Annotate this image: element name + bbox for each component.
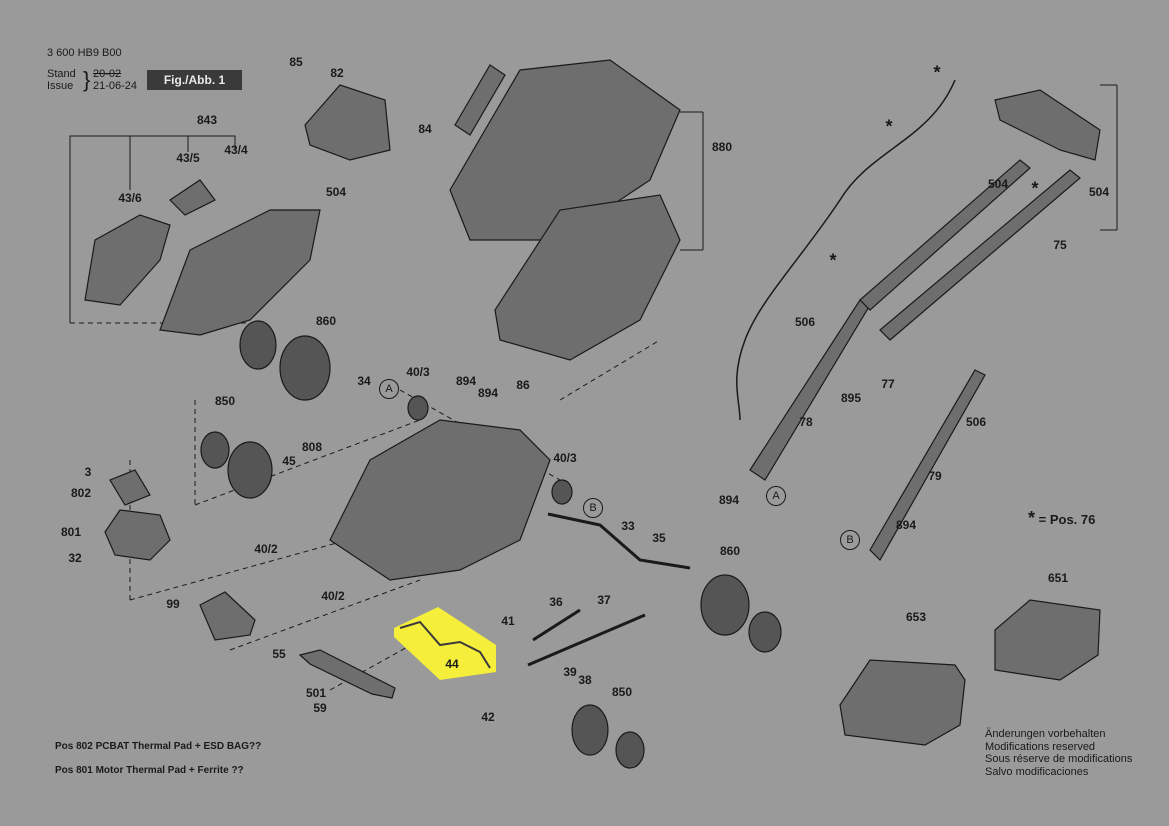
- part-label: 801: [60, 525, 82, 539]
- modifications-notice: Änderungen vorbehalten Modifications res…: [985, 728, 1132, 778]
- new-date: 21-06-24: [93, 80, 138, 92]
- part-label: 43/5: [176, 151, 200, 165]
- part-label: 504: [325, 185, 347, 199]
- legend-text: = Pos. 76: [1038, 512, 1096, 527]
- part-label: 75: [1053, 238, 1067, 252]
- grass-box-lid-shape: [449, 59, 681, 241]
- part-label: 40/2: [254, 542, 278, 556]
- part-label: 894: [455, 374, 477, 388]
- part-44-wire: [399, 620, 491, 669]
- part-label: 895: [840, 391, 862, 405]
- document-number: 3 600 HB9 B00: [47, 47, 122, 59]
- part-label: 894: [477, 386, 499, 400]
- part-label: 894: [895, 518, 917, 532]
- part-label: 653: [905, 610, 927, 624]
- housing-cover-shape: [159, 209, 321, 336]
- part-label: 860: [719, 544, 741, 558]
- part-label: 38: [578, 673, 592, 687]
- part-label: 42: [481, 710, 495, 724]
- part-label: 501: [305, 686, 327, 700]
- part-label: 651: [1047, 571, 1069, 585]
- star-marker: *: [885, 116, 893, 137]
- part-label: 85: [289, 55, 303, 69]
- part-label-44-highlighted: 44: [445, 657, 459, 671]
- part-label: 40/3: [406, 365, 430, 379]
- callout-A: A: [766, 486, 786, 506]
- old-date: 20-02: [93, 68, 122, 80]
- grass-box-shape: [494, 194, 681, 361]
- legend-star: *: [1028, 508, 1036, 528]
- issue-label: Issue: [47, 80, 74, 92]
- callout-B: B: [840, 530, 860, 550]
- part-label: 40/3: [553, 451, 577, 465]
- part-label: 850: [214, 394, 236, 408]
- part-label: 84: [418, 122, 432, 136]
- part-label: 506: [965, 415, 987, 429]
- battery-shape: [994, 599, 1101, 681]
- part-label: 36: [549, 595, 563, 609]
- star-legend: * = Pos. 76: [1028, 508, 1095, 529]
- charger-shape: [839, 659, 966, 746]
- part-label: 32: [68, 551, 82, 565]
- part-label: 843: [196, 113, 218, 127]
- note-pos801: Pos 801 Motor Thermal Pad + Ferrite ??: [55, 765, 244, 776]
- part-label: 850: [611, 685, 633, 699]
- part-label: 860: [315, 314, 337, 328]
- part-label: 880: [711, 140, 733, 154]
- part-label: 43/6: [118, 191, 142, 205]
- mower-deck-shape: [329, 419, 551, 581]
- part-label: 33: [621, 519, 635, 533]
- stand-label: Stand: [47, 68, 76, 80]
- star-marker: *: [933, 62, 941, 83]
- modifications-line: Änderungen vorbehalten: [985, 728, 1106, 740]
- part-label: 35: [652, 531, 666, 545]
- part-label: 59: [313, 701, 327, 715]
- figure-label: Fig./Abb. 1: [147, 70, 242, 90]
- part-label: 37: [597, 593, 611, 607]
- part-label: 99: [166, 597, 180, 611]
- part-label: 43/4: [224, 143, 248, 157]
- star-marker: *: [829, 250, 837, 271]
- part-label: 55: [272, 647, 286, 661]
- part-label: 504: [987, 177, 1009, 191]
- part-label: 808: [301, 440, 323, 454]
- callout-B: B: [583, 498, 603, 518]
- part-label: 802: [70, 486, 92, 500]
- callout-A: A: [379, 379, 399, 399]
- part-label: 79: [928, 469, 942, 483]
- part-label: 506: [794, 315, 816, 329]
- part-label: 41: [501, 614, 515, 628]
- part-label: 82: [330, 66, 344, 80]
- modifications-line: Sous réserve de modifications: [985, 753, 1133, 765]
- part-label: 78: [799, 415, 813, 429]
- modifications-line: Modifications reserved: [985, 740, 1096, 753]
- part-label: 894: [718, 493, 740, 507]
- brace-glyph: }: [83, 67, 91, 92]
- part-label: 77: [881, 377, 895, 391]
- bracket-843: [69, 135, 236, 323]
- note-pos802: Pos 802 PCBAT Thermal Pad + ESD BAG??: [55, 741, 262, 752]
- part-label: 40/2: [321, 589, 345, 603]
- star-marker: *: [1031, 178, 1039, 199]
- modifications-line: Salvo modificaciones: [985, 765, 1089, 778]
- part-label: 34: [357, 374, 371, 388]
- part-label: 86: [516, 378, 530, 392]
- part-label: 45: [282, 454, 296, 468]
- part-label: 39: [563, 665, 577, 679]
- part-label: 504: [1088, 185, 1110, 199]
- part-label: 3: [84, 465, 92, 479]
